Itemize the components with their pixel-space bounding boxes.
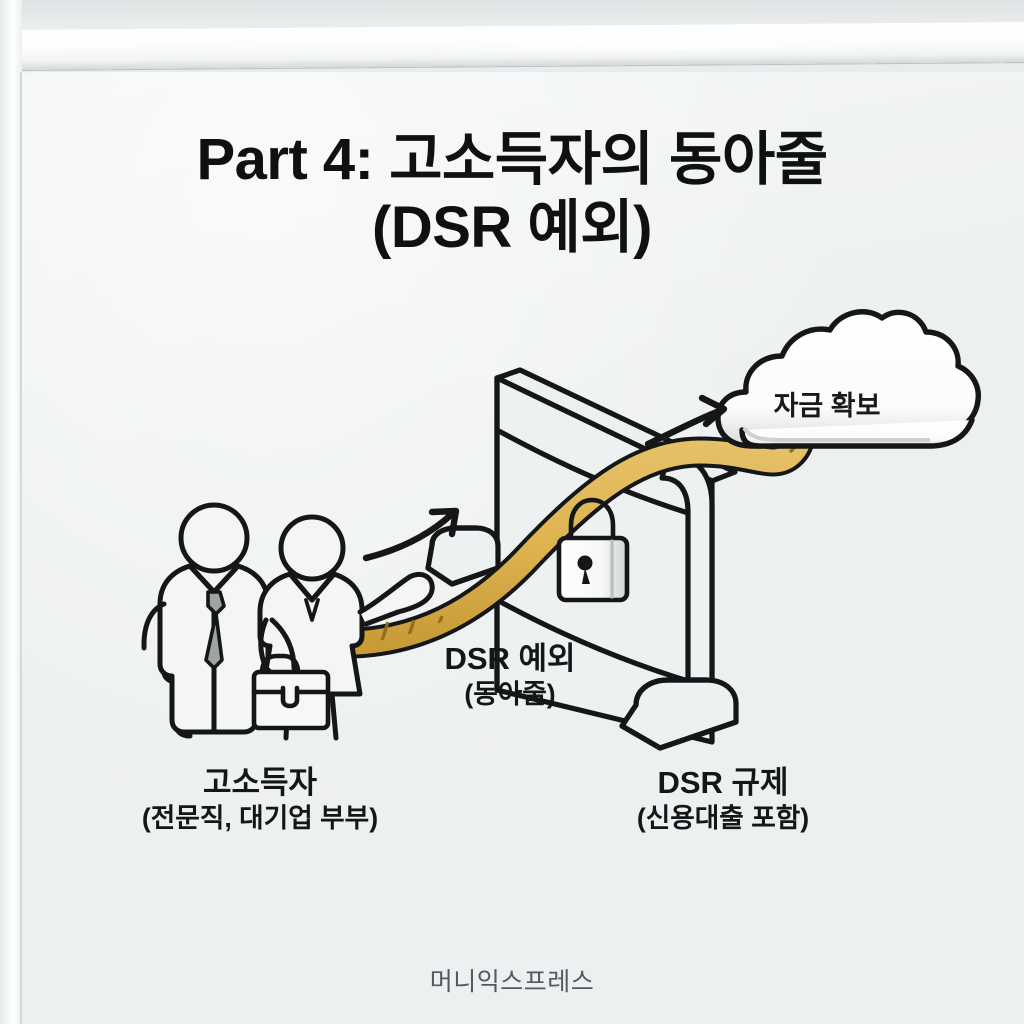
rope-label: DSR 예외 (동아줄) (340, 640, 680, 710)
rope-label-line-1: DSR 예외 (444, 641, 576, 676)
people-label-line-2: (전문직, 대기업 부부) (141, 802, 379, 833)
people-label: 고소득자 (전문직, 대기업 부부) (80, 764, 440, 834)
people-label-line-1: 고소득자 (202, 765, 318, 800)
wall-label: DSR 규제 (신용대출 포함) (548, 764, 898, 834)
title-line-1: Part 4: 고소득자의 동아줄 (196, 127, 828, 192)
whiteboard-left-edge (20, 72, 23, 1024)
footer-watermark: 머니익스프레스 (429, 968, 595, 996)
rope-label-line-2: (동아줄) (464, 678, 556, 709)
wall-label-line-2: (신용대출 포함) (636, 802, 810, 833)
page-title: Part 4: 고소득자의 동아줄 (DSR 예외) (0, 126, 1024, 263)
wall-label-line-1: DSR 규제 (657, 765, 789, 800)
whiteboard-left-rail (0, 0, 22, 1024)
title-line-2: (DSR 예외) (372, 195, 652, 261)
